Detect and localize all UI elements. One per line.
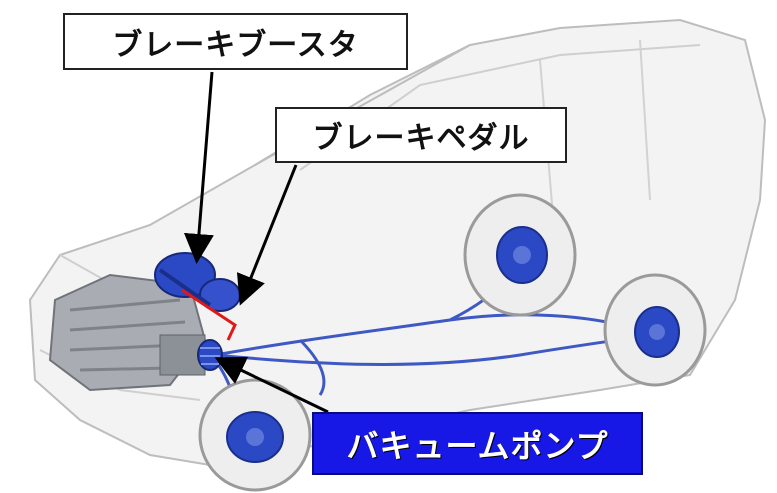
vacuum-pump-component bbox=[197, 339, 223, 371]
rear-left-wheel bbox=[603, 273, 707, 387]
brake-pedal-indicator bbox=[181, 288, 237, 341]
booster-leader-arrow bbox=[183, 71, 214, 264]
pedal-leader-arrow bbox=[236, 164, 298, 306]
engine-block bbox=[48, 273, 207, 392]
front-left-wheel bbox=[198, 378, 312, 492]
pump-leader-arrow bbox=[214, 356, 329, 414]
brake-booster-component bbox=[154, 252, 241, 312]
brake-booster-label: ブレーキブースタ bbox=[63, 13, 408, 70]
vacuum-pump-label: バキュームポンプ bbox=[312, 412, 643, 475]
car-body bbox=[28, 18, 767, 472]
brake-pedal-label: ブレーキペダル bbox=[275, 107, 567, 163]
rear-right-wheel bbox=[463, 193, 577, 317]
